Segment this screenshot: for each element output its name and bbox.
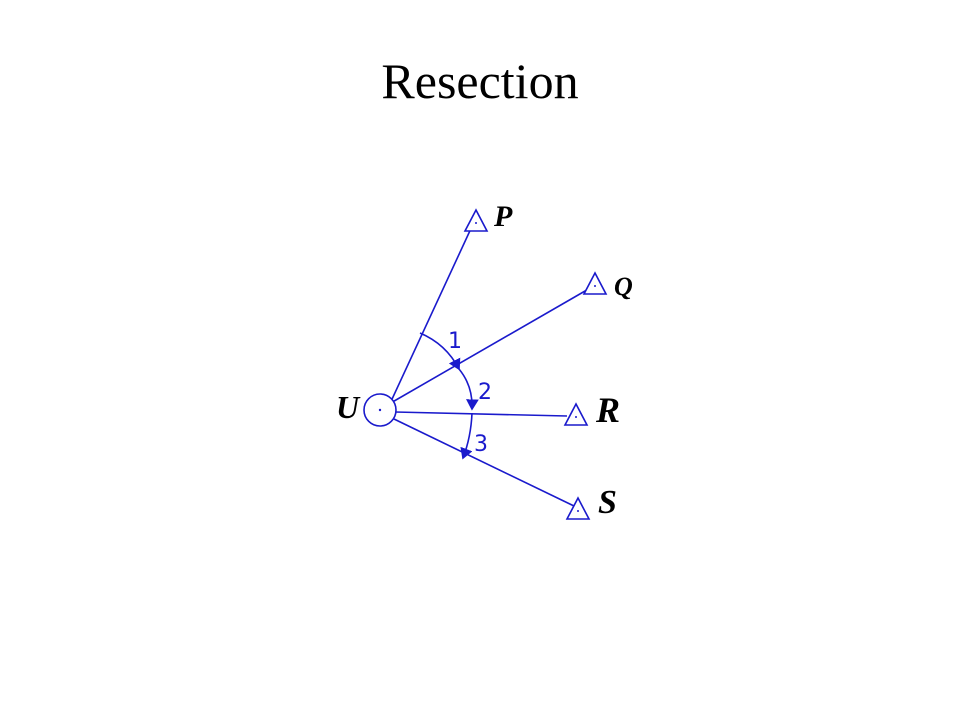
label-u: U [336,389,361,425]
slide-title: Resection [381,53,579,109]
angle-label-1: 1 [448,329,462,354]
station-s-triangle-icon [565,496,591,520]
station-q-triangle-icon [582,271,608,295]
station-r-triangle-icon [563,402,589,426]
label-s: S [598,484,617,521]
station-u [363,393,397,427]
angle-arc-2 [458,368,479,411]
sight-line-q [388,286,593,405]
sight-line-p [386,221,475,411]
sight-line-r [394,411,568,417]
label-q: Q [614,272,633,301]
angle-arc-3 [460,412,473,460]
station-s [565,496,591,520]
sight-line-s [393,418,575,507]
angle-label-2: 2 [478,380,492,405]
angle-label-3: 3 [474,432,488,457]
angle-arc-1 [419,332,461,371]
label-p: P [493,200,513,233]
station-p [463,208,489,232]
label-r: R [595,390,620,430]
station-q [582,271,608,295]
station-p-triangle-icon [463,208,489,232]
station-r [563,402,589,426]
